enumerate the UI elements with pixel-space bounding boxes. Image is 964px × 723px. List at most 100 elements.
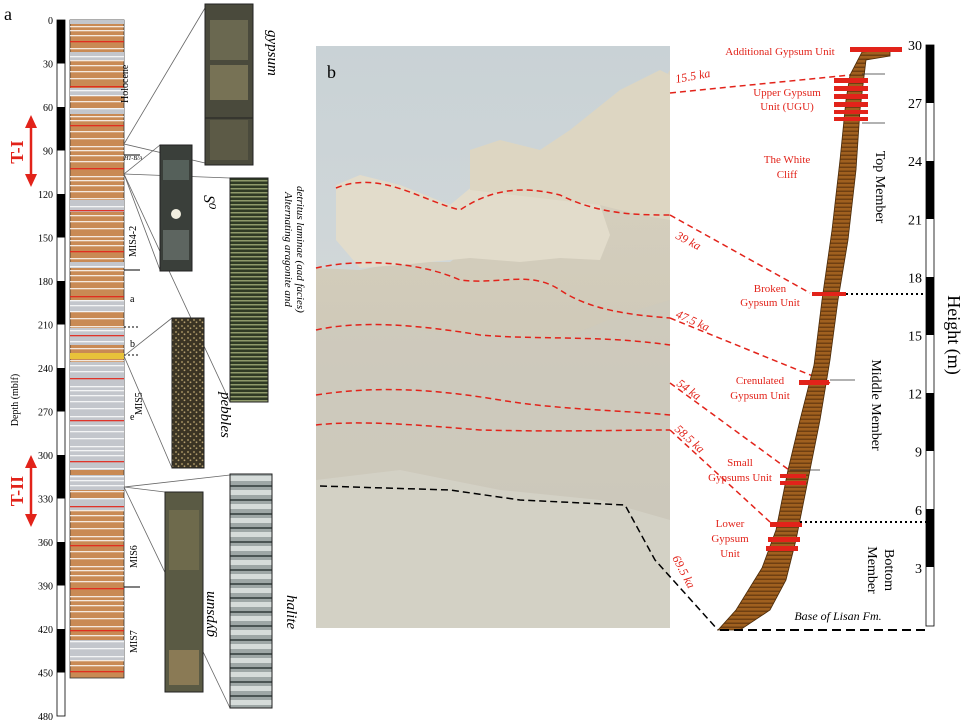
photo-halite [229, 473, 273, 709]
member-bottom-line1: Bottom [881, 549, 896, 591]
core-lamina [70, 491, 124, 493]
depth-tick-label: 300 [38, 451, 53, 462]
core-lamina [70, 30, 124, 32]
core-lamina [70, 551, 124, 553]
unit-holocene: Holocene [120, 64, 131, 103]
unit-crenulated-line1: Crenulated [736, 375, 785, 387]
core-lamina [70, 515, 124, 517]
core-lamina [70, 485, 124, 487]
depth-tick-label: 0 [48, 16, 53, 27]
core-lamina [70, 476, 124, 478]
core-lamina [70, 300, 124, 302]
unit-ugu-line1: Upper Gypsum [753, 87, 821, 99]
unit-mis7: MIS7 [129, 630, 140, 653]
core-layer [70, 20, 124, 24]
core-lamina [70, 416, 124, 418]
core-lamina [70, 581, 124, 583]
unit-small-line1: Small [727, 457, 753, 469]
core-lamina [70, 425, 124, 427]
age-69-5: 69.5 ka [669, 553, 698, 591]
depth-tick-label: 180 [38, 277, 53, 288]
core-lamina [70, 311, 124, 313]
core-lamina [70, 245, 124, 247]
depth-tick-label: 420 [38, 625, 53, 636]
core-lamina [70, 120, 124, 122]
core-layer [70, 108, 124, 114]
core-lamina [70, 210, 124, 212]
core-lamina [70, 65, 124, 67]
core-lamina [70, 648, 124, 650]
core-lamina [70, 215, 124, 217]
depth-tick-label: 120 [38, 190, 53, 201]
core-lamina [70, 468, 124, 470]
height-axis-label: Height (m) [943, 295, 964, 374]
core-lamina [70, 191, 124, 193]
unit-mis5: MIS5 [134, 392, 145, 415]
photo-label-gypsum-top: gypsum [264, 30, 280, 76]
core-lamina [70, 596, 124, 598]
core-lamina [70, 281, 124, 283]
core-lamina [70, 95, 124, 97]
core-lamina [70, 206, 124, 208]
member-bottom-line2: Member [864, 546, 879, 594]
core-lamina [70, 360, 124, 362]
depth-tick-label: 360 [38, 538, 53, 549]
core-lamina [70, 131, 124, 133]
unit-additional-gypsum: Additional Gypsum Unit [725, 46, 834, 58]
unit-white-cliff-line2: Cliff [777, 169, 798, 181]
core-lamina [70, 266, 124, 268]
core-lamina [70, 101, 124, 103]
core-lamina [70, 431, 124, 433]
core-lamina [70, 48, 124, 50]
core-lamina [70, 78, 124, 80]
core-lamina [70, 545, 124, 547]
core-lamina [70, 330, 124, 332]
unit-lower-line1: Lower [716, 518, 745, 530]
core-lamina [70, 386, 124, 388]
photo-label-gypsum-bottom: gypsum [202, 591, 218, 637]
core-lamina [70, 326, 124, 328]
core-lamina [70, 506, 124, 508]
depth-tick-label: 270 [38, 408, 53, 419]
member-boundaries [800, 293, 926, 523]
core-lamina [70, 258, 124, 260]
unit-white-cliff-line1: The White [764, 154, 811, 166]
core-lamina [70, 401, 124, 403]
photo-pebbles [171, 317, 205, 469]
core-layer [70, 640, 124, 660]
depth-tick-label: 150 [38, 234, 53, 245]
photo-label-s0: S⁰ [200, 195, 217, 210]
termination-t2-label: T-II [7, 476, 27, 506]
core-lamina [70, 408, 124, 410]
unit-small-line2: Gypsums Unit [708, 472, 772, 484]
core-lamina [70, 35, 124, 37]
core-lamina [70, 611, 124, 613]
unit-b: b [130, 339, 135, 350]
photo-label-pebbles: pebbles [217, 391, 233, 438]
termination-t1-label: T-I [7, 140, 27, 163]
depth-tick-label: 60 [43, 103, 53, 114]
core-lamina [70, 270, 124, 272]
core-lamina [70, 521, 124, 523]
core-lamina [70, 480, 124, 482]
unit-mis4-2: MIS4-2 [128, 226, 139, 257]
core-lamina [70, 86, 124, 88]
core-lamina [70, 138, 124, 140]
base-lisan-label: Base of Lisan Fm. [794, 609, 881, 623]
core-layer [70, 88, 124, 96]
core-lamina [70, 116, 124, 118]
height-tick-label: 15 [908, 330, 922, 345]
core-layer [70, 262, 124, 268]
core-lamina [70, 185, 124, 187]
core-lamina [70, 665, 124, 667]
core-lamina [70, 450, 124, 452]
photo-label-halite: halite [283, 595, 299, 630]
core-lamina [70, 228, 124, 230]
core-lamina [70, 26, 124, 28]
core-lamina [70, 630, 124, 632]
core-lamina [70, 168, 124, 170]
core-lamina [70, 558, 124, 560]
core-lamina [70, 365, 124, 367]
age-15-5: 15.5 ka [674, 66, 711, 86]
